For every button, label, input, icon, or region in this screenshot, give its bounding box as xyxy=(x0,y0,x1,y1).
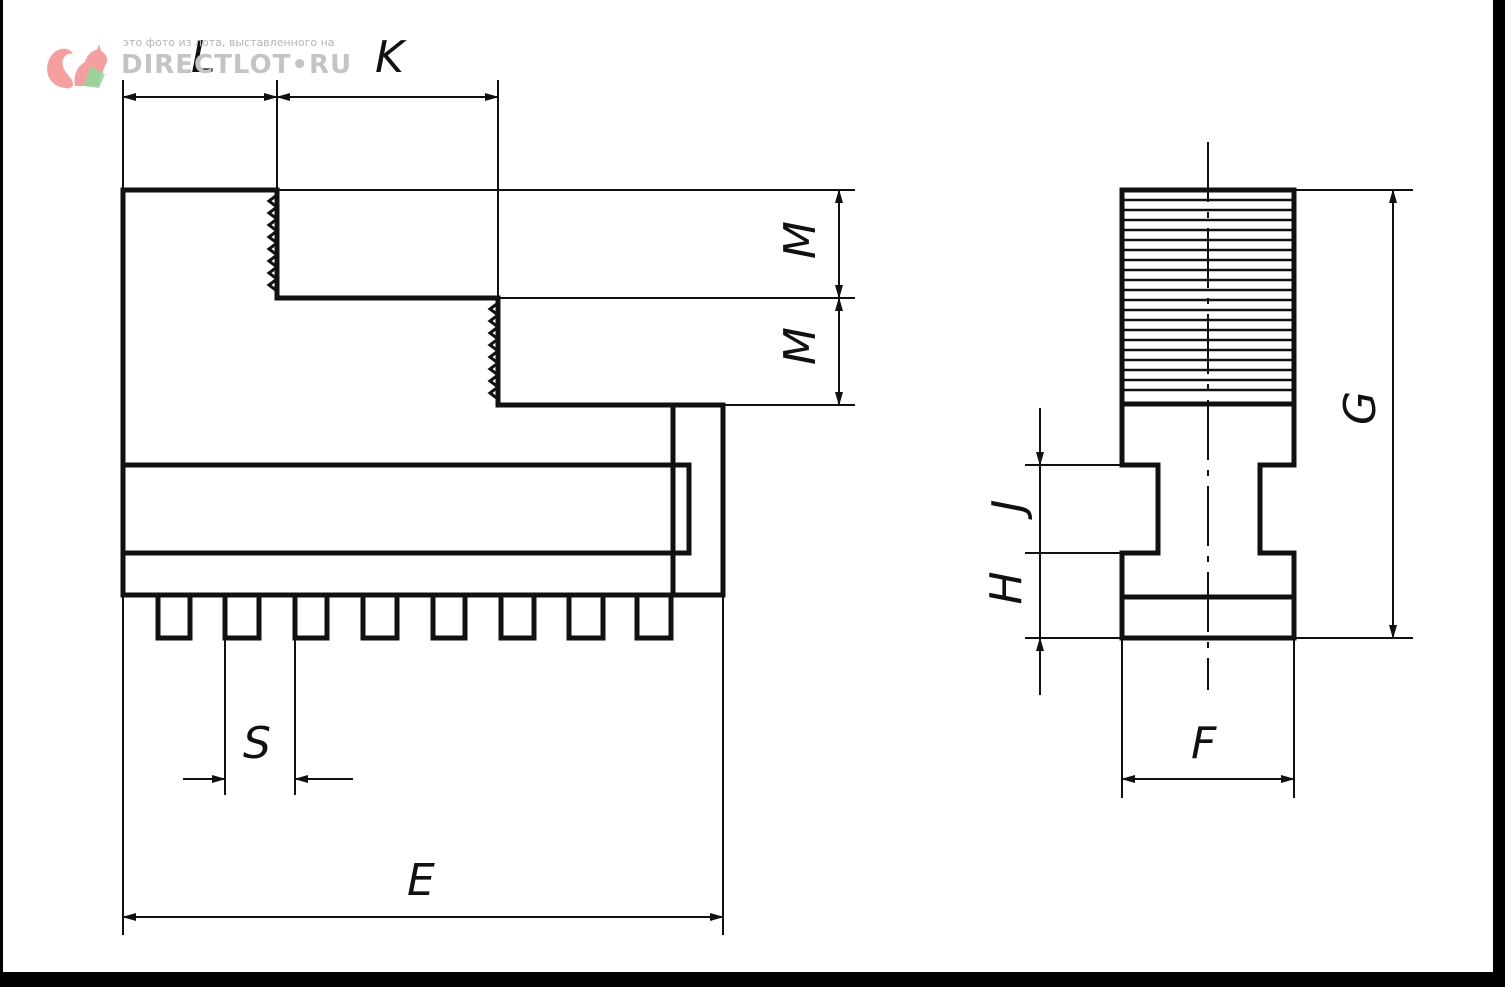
label-F: F xyxy=(1191,718,1217,769)
serration-step-1 xyxy=(266,193,280,293)
drawing-canvas: L K M M S E G J H F это фото из лота, вы… xyxy=(3,0,1493,972)
end-block xyxy=(673,402,726,598)
label-M-bottom: M xyxy=(775,327,826,365)
watermark-caption: это фото из лота, выставленного на xyxy=(123,36,335,49)
jaw-outline xyxy=(120,187,676,598)
front-view-jaw xyxy=(120,187,726,641)
front-view-dimensions xyxy=(122,80,855,935)
label-G: G xyxy=(1335,391,1386,425)
side-body xyxy=(1119,404,1297,641)
side-view-dimensions xyxy=(1025,189,1413,798)
label-M-top: M xyxy=(775,221,826,259)
watermark: это фото из лота, выставленного на DIREC… xyxy=(43,34,363,98)
label-L: L xyxy=(191,32,216,83)
squirrel-logo-icon xyxy=(47,44,108,89)
label-E: E xyxy=(407,855,435,906)
teeth xyxy=(155,595,674,641)
label-K: K xyxy=(375,32,407,83)
label-J: J xyxy=(983,500,1034,521)
guide-rail xyxy=(120,462,692,556)
side-view xyxy=(1119,142,1297,690)
serration-step-2 xyxy=(487,301,501,401)
technical-drawing: L K M M S E G J H F xyxy=(120,32,1413,935)
label-H: H xyxy=(981,571,1032,604)
watermark-brand: DIRECTLOT•RU xyxy=(121,50,353,80)
label-S: S xyxy=(243,718,271,769)
